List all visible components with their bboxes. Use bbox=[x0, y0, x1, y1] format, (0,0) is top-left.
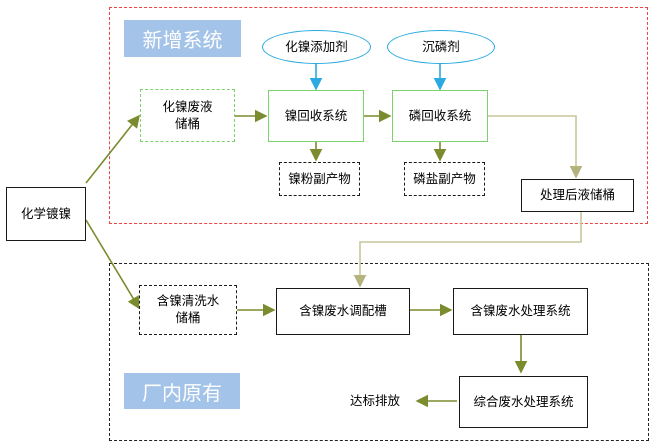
combined-wastewater-treatment-node: 综合废水处理系统 bbox=[459, 376, 588, 428]
arrow-treated-tank-to-adjust-tank bbox=[353, 212, 582, 288]
compliant-discharge-label: 达标排放 bbox=[349, 392, 400, 408]
nickel-wastewater-treatment-node: 含镍废水处理系统 bbox=[453, 288, 588, 335]
arrow-phos-recovery-to-treated-tank bbox=[488, 115, 583, 179]
phosphate-byproduct-node: 磷盐副产物 bbox=[404, 162, 485, 196]
nickel-powder-byproduct-node: 镍粉副产物 bbox=[279, 162, 360, 196]
chemical-nickel-plating-node: 化学镀镍 bbox=[6, 187, 86, 241]
new-system-label: 新增系统 bbox=[124, 20, 241, 57]
nickel-recovery-system-node: 镍回收系统 bbox=[268, 90, 364, 142]
nickel-additive-node: 化镍添加剂 bbox=[262, 30, 371, 64]
phosphorus-precipitant-node: 沉磷剂 bbox=[387, 30, 495, 64]
existing-system-zone bbox=[109, 263, 649, 441]
new-system-zone bbox=[109, 7, 648, 224]
nickel-wastewater-adjust-tank-node: 含镍废水调配槽 bbox=[276, 288, 410, 335]
phosphorus-recovery-system-node: 磷回收系统 bbox=[392, 90, 488, 142]
treated-liquid-tank-node: 处理后液储桶 bbox=[521, 179, 634, 212]
existing-system-label: 厂内原有 bbox=[124, 373, 240, 409]
nickel-rinse-water-tank-node: 含镍清洗水 储桶 bbox=[139, 285, 237, 335]
nickel-waste-liquid-tank-node: 化镍废液 储桶 bbox=[140, 89, 235, 142]
arrow-source-to-rinse bbox=[85, 219, 140, 310]
arrow-source-to-ni-waste bbox=[85, 114, 140, 184]
